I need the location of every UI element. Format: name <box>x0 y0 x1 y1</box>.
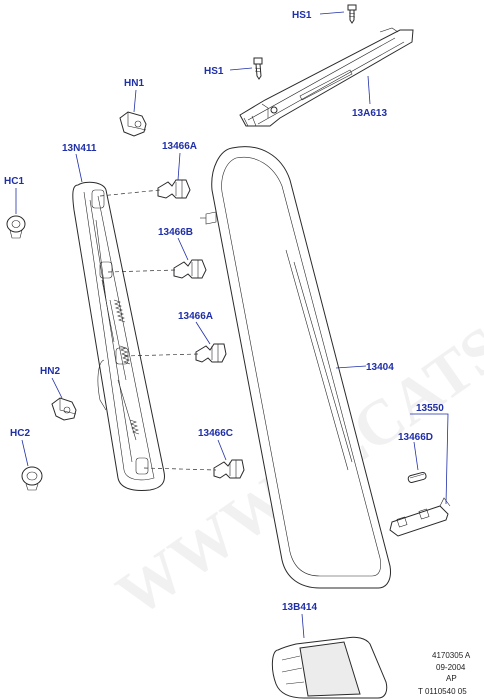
part-13a613 <box>239 27 414 127</box>
assembly-lines <box>99 189 217 471</box>
label-13n411: 13N411 <box>62 143 97 154</box>
label-hs1-left: HS1 <box>204 66 224 77</box>
clip-hc2 <box>21 466 43 491</box>
label-13466a-middle: 13466A <box>178 311 213 322</box>
part-13550-holder <box>389 497 451 537</box>
label-13404: 13404 <box>366 362 394 373</box>
label-13a613: 13A613 <box>352 108 387 119</box>
fastener-hn2 <box>51 397 77 421</box>
footer-code: 4170305 A <box>432 651 471 660</box>
leader-lines <box>15 11 449 639</box>
part-13b414 <box>271 636 388 699</box>
label-hc1: HC1 <box>4 176 24 187</box>
bulb-13466c <box>213 459 245 479</box>
label-13466a-top: 13466A <box>162 141 197 152</box>
clip-hc1 <box>6 215 26 239</box>
label-hs1-top: HS1 <box>292 10 312 21</box>
label-hc2: HC2 <box>10 428 30 439</box>
bulb-13466a-middle <box>195 343 227 363</box>
fastener-hn1 <box>119 111 147 137</box>
part-13404 <box>200 146 391 589</box>
footer-suffix: AP <box>446 674 457 683</box>
label-13466b: 13466B <box>158 227 193 238</box>
label-13466c: 13466C <box>198 428 233 439</box>
screw-hs1-top <box>347 4 357 24</box>
label-13b414: 13B414 <box>282 602 317 613</box>
footer-date: 09-2004 <box>436 663 466 672</box>
part-13466d-bulb <box>407 471 427 484</box>
label-13550: 13550 <box>416 403 444 414</box>
bulb-13466a-top <box>157 179 191 199</box>
label-hn2: HN2 <box>40 366 60 377</box>
bulb-13466b <box>173 259 207 279</box>
screw-hs1-left <box>253 57 263 80</box>
label-13466d: 13466D <box>398 432 433 443</box>
label-hn1: HN1 <box>124 78 144 89</box>
part-13n411 <box>72 181 165 491</box>
footer-ref: T 0110540 05 <box>418 687 467 696</box>
